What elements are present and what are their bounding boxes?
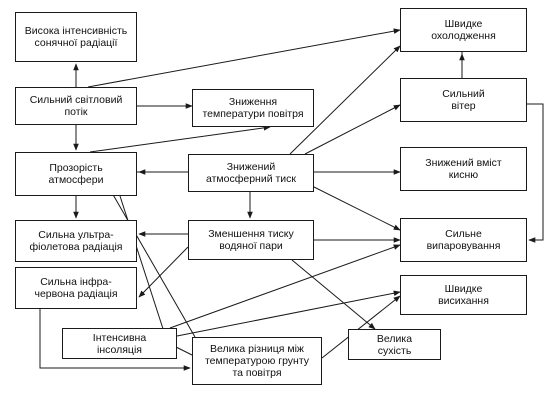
connector-arrow [119, 195, 166, 336]
connector-arrow [527, 103, 544, 243]
node-fast-cooling: Швидке охолодження [400, 8, 527, 52]
node-transparency: Прозорість атмосфери [15, 152, 137, 196]
node-evaporation: Сильне випаровування [400, 218, 527, 262]
connector-arrow [291, 259, 376, 330]
node-insolation: Інтенсивна інсоляція [62, 328, 177, 359]
node-temp-drop: Зниження температури повітря [192, 89, 314, 127]
node-low-pressure: Знижений атмосферний тиск [188, 154, 314, 192]
connector-arrow [169, 244, 401, 329]
connector-arrow [321, 295, 401, 359]
connector-arrow [89, 125, 271, 153]
node-temp-diff: Велика різниця між температурою грунту т… [192, 337, 322, 385]
node-drying: Швидке висихання [400, 275, 527, 315]
node-high-intensity: Висока інтенсивність сонячної радіації [15, 12, 137, 62]
connector-arrow [299, 179, 401, 231]
connector-arrow [289, 45, 401, 155]
node-vapor-drop: Зменшення тиску водяної пари [188, 220, 314, 260]
node-infrared: Сильна інфра- червона радіація [15, 267, 137, 309]
connector-arrow [304, 104, 401, 155]
node-strong-light: Сильний світловий потік [15, 87, 137, 125]
node-uv: Сильна ультра- фіолетова радіація [15, 220, 137, 262]
connector-arrow [99, 171, 196, 338]
node-dryness: Велика сухість [348, 329, 441, 360]
node-strong-wind: Сильний вітер [400, 78, 527, 122]
connector-arrow [87, 28, 401, 88]
connector-arrow [176, 290, 401, 337]
node-low-oxygen: Знижений вміст кисню [400, 147, 527, 191]
connector-arrow [138, 246, 189, 298]
connector-arrow [39, 309, 191, 371]
